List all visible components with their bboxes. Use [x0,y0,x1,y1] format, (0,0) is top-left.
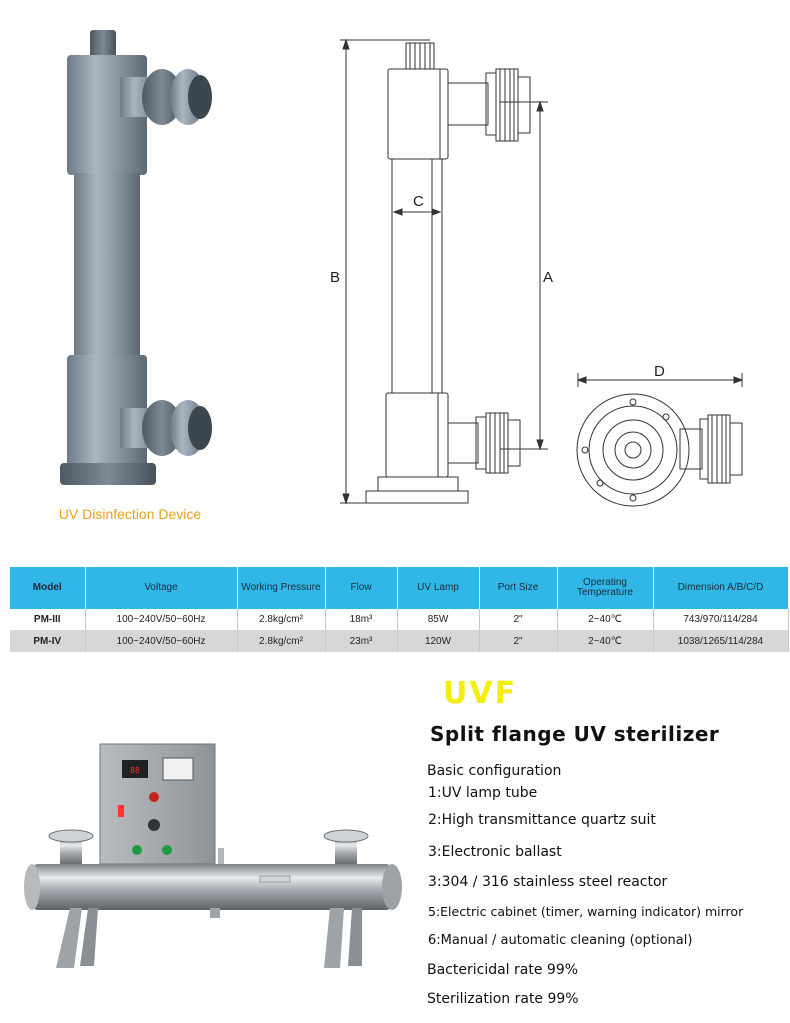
header-voltage: Voltage [85,567,238,609]
feature-item: 1:UV lamp tube [428,785,538,801]
label-c: C [413,193,424,210]
cell-voltage: 100~240V/50~60Hz [85,630,238,652]
label-a: A [543,269,553,286]
cell-flow: 18m³ [325,609,398,631]
header-port-size: Port Size [479,567,558,609]
feature-item: 6:Manual / automatic cleaning (optional) [428,933,693,948]
cell-dimension: 743/970/114/284 [653,609,789,631]
header-operating-temperature: Operating Temperature [557,567,654,609]
cell-pressure: 2.8kg/cm² [237,630,326,652]
cell-temperature: 2~40℃ [557,630,654,652]
cell-uv-lamp: 120W [397,630,480,652]
bactericidal-rate: Bactericidal rate 99% [427,962,579,978]
header-dimension: Dimension A/B/C/D [653,567,789,609]
cell-temperature: 2~40℃ [557,609,654,631]
header-flow: Flow [325,567,398,609]
dimension-drawing: B A C D [330,38,744,507]
feature-item: 2:High transmittance quartz suit [428,812,656,828]
spec-table: Model Voltage Working Pressure Flow UV L… [10,567,789,652]
table-row: PM-III 100~240V/50~60Hz 2.8kg/cm² 18m³ 8… [10,609,789,631]
label-b: B [330,269,340,286]
feature-item: 3:304 / 316 stainless steel reactor [428,874,668,890]
cell-model: PM-IV [10,630,86,652]
label-d: D [654,363,665,380]
photo-caption: UV Disinfection Device [58,506,202,522]
product-title: Split flange UV sterilizer [430,722,720,746]
cell-flow: 23m³ [325,630,398,652]
header-uv-lamp: UV Lamp [397,567,480,609]
uv-reactor-photo [60,30,212,485]
feature-item: 5:Electric cabinet (timer, warning indic… [428,904,744,919]
cell-pressure: 2.8kg/cm² [237,609,326,631]
cell-voltage: 100~240V/50~60Hz [85,609,238,631]
header-working-pressure: Working Pressure [237,567,326,609]
cell-port-size: 2" [479,630,558,652]
uv-sterilizer-photo: 88 [24,743,402,968]
table-row: PM-IV 100~240V/50~60Hz 2.8kg/cm² 23m³ 12… [10,630,789,652]
uvf-logo: UVF [443,676,518,711]
cell-dimension: 1038/1265/114/284 [653,630,789,652]
svg-text:88: 88 [130,766,140,775]
feature-heading: Basic configuration [427,763,562,779]
cell-uv-lamp: 85W [397,609,480,631]
table-header-row: Model Voltage Working Pressure Flow UV L… [10,567,789,609]
feature-item: 3:Electronic ballast [428,844,562,860]
cell-model: PM-III [10,609,86,631]
sterilization-rate: Sterilization rate 99% [427,991,579,1007]
header-model: Model [10,567,86,609]
cell-port-size: 2" [479,609,558,631]
